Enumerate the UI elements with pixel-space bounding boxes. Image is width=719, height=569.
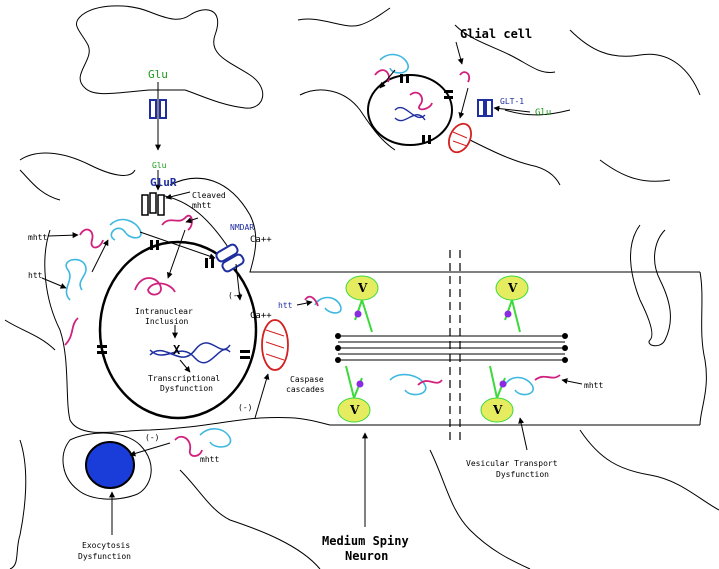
mhtt-label-bottom: mhtt	[200, 455, 219, 464]
glur-label: GluR	[150, 176, 177, 189]
dna-helix: X	[149, 342, 231, 364]
glur-receptor	[141, 192, 165, 216]
nucleus	[97, 240, 258, 420]
transcriptional-label-1: Transcriptional	[148, 374, 220, 383]
nuclear-pore	[97, 345, 107, 348]
mhtt-label-right: mhtt	[584, 381, 603, 390]
vesicle-motor-2: V	[495, 275, 529, 333]
htt-protein-msn	[314, 296, 342, 314]
mhtt-protein-msn-right	[534, 374, 561, 381]
nmdar-receptor	[215, 243, 245, 273]
nuclear-pore	[156, 240, 159, 250]
nuclear-pore	[205, 258, 208, 268]
htt-label-left: htt	[28, 271, 43, 280]
break-lines	[449, 250, 461, 440]
msn-label-1: Medium Spiny	[322, 534, 409, 548]
mhtt-protein-msn-mid	[417, 379, 443, 386]
inhibit-label-2: (-)	[238, 403, 252, 412]
exocytosis-label-2: Dysfunction	[78, 552, 131, 561]
transcriptional-label-2: Dysfunction	[160, 384, 213, 393]
exocytosis-vesicle	[85, 441, 135, 489]
inhibition-x: X	[173, 343, 181, 357]
mhtt-protein-msn-left	[304, 295, 319, 307]
htt-protein-left	[65, 258, 87, 301]
mhtt-protein-glial-edge	[459, 71, 471, 83]
cleaved-mhtt-label-2: mhtt	[192, 201, 211, 210]
htt-protein-glial	[379, 53, 409, 74]
glu-label-mid: Glu	[152, 161, 167, 170]
inhibit-label-3: (-)	[145, 433, 159, 442]
vesicular-label-1: Vesicular Transport	[466, 459, 558, 468]
microtubules	[335, 333, 568, 363]
vesicle-label: V	[349, 403, 360, 417]
nuclear-pore	[240, 350, 250, 353]
exocytosis-label-1: Exocytosis	[82, 541, 130, 550]
glt1-label: GLT-1	[500, 97, 524, 106]
mhtt-protein-bottom	[174, 435, 203, 457]
mhtt-proteins	[64, 69, 561, 457]
nuclear-pore	[97, 351, 107, 354]
nuclear-pore	[150, 240, 153, 250]
glu-channel-top	[149, 99, 167, 119]
inhibit-label-1: (-)	[228, 291, 242, 300]
htt-label-right: htt	[278, 301, 293, 310]
intranuclear-label-1: Intranuclear	[135, 307, 193, 316]
vesicle-label: V	[492, 403, 503, 417]
glt1-transporter	[477, 99, 493, 117]
arrows	[41, 41, 583, 535]
intranuclear-inclusion	[134, 277, 176, 296]
mitochondria-neuron	[261, 319, 289, 371]
ca-label-1: Ca++	[250, 235, 272, 245]
caspase-label-2: cascades	[286, 385, 325, 394]
vesicle-motor-3: V	[337, 365, 371, 423]
nuclear-pore	[240, 356, 250, 359]
vesicle-label: V	[357, 281, 368, 295]
mhtt-protein-glial-inner	[409, 91, 433, 111]
mitochondria-glial	[448, 122, 472, 154]
msn-label-2: Neuron	[345, 549, 388, 563]
nuclear-pore	[211, 258, 214, 268]
htt-protein-msn-mid	[389, 373, 427, 396]
glial-nucleus	[367, 74, 453, 146]
mhtt-label-left: mhtt	[28, 233, 47, 242]
vesicle-motor-1: V	[345, 275, 379, 333]
vesicle-label: V	[507, 281, 518, 295]
htt-protein-bottom	[199, 428, 232, 448]
vesicular-label-2: Dysfunction	[496, 470, 549, 479]
cleaved-mhtt-protein	[161, 214, 193, 231]
dna-helix-glial	[394, 107, 426, 122]
glu-label-glial: Glu	[535, 108, 551, 118]
mhtt-protein-left	[79, 228, 104, 249]
glial-cell-label: Glial cell	[460, 27, 532, 41]
intranuclear-label-2: Inclusion	[145, 317, 189, 326]
cleaved-mhtt-label-1: Cleaved	[192, 191, 226, 200]
labels: Glu Glu GluR Cleaved mhtt mhtt htt NMDAR…	[28, 27, 603, 563]
htt-proteins	[65, 53, 534, 448]
mhtt-protein-glial	[374, 69, 390, 83]
nmdar-label: NMDAR	[230, 223, 254, 232]
glu-label-top: Glu	[148, 68, 168, 81]
ca-label-2: Ca++	[250, 311, 272, 321]
mhtt-protein-tail	[64, 317, 79, 346]
htt-protein-msn-right	[504, 376, 534, 396]
cell-outlines	[4, 5, 719, 569]
caspase-label-1: Caspase	[290, 375, 324, 384]
htt-protein-upper	[109, 218, 142, 241]
vesicle-motor-4: V	[480, 365, 514, 423]
